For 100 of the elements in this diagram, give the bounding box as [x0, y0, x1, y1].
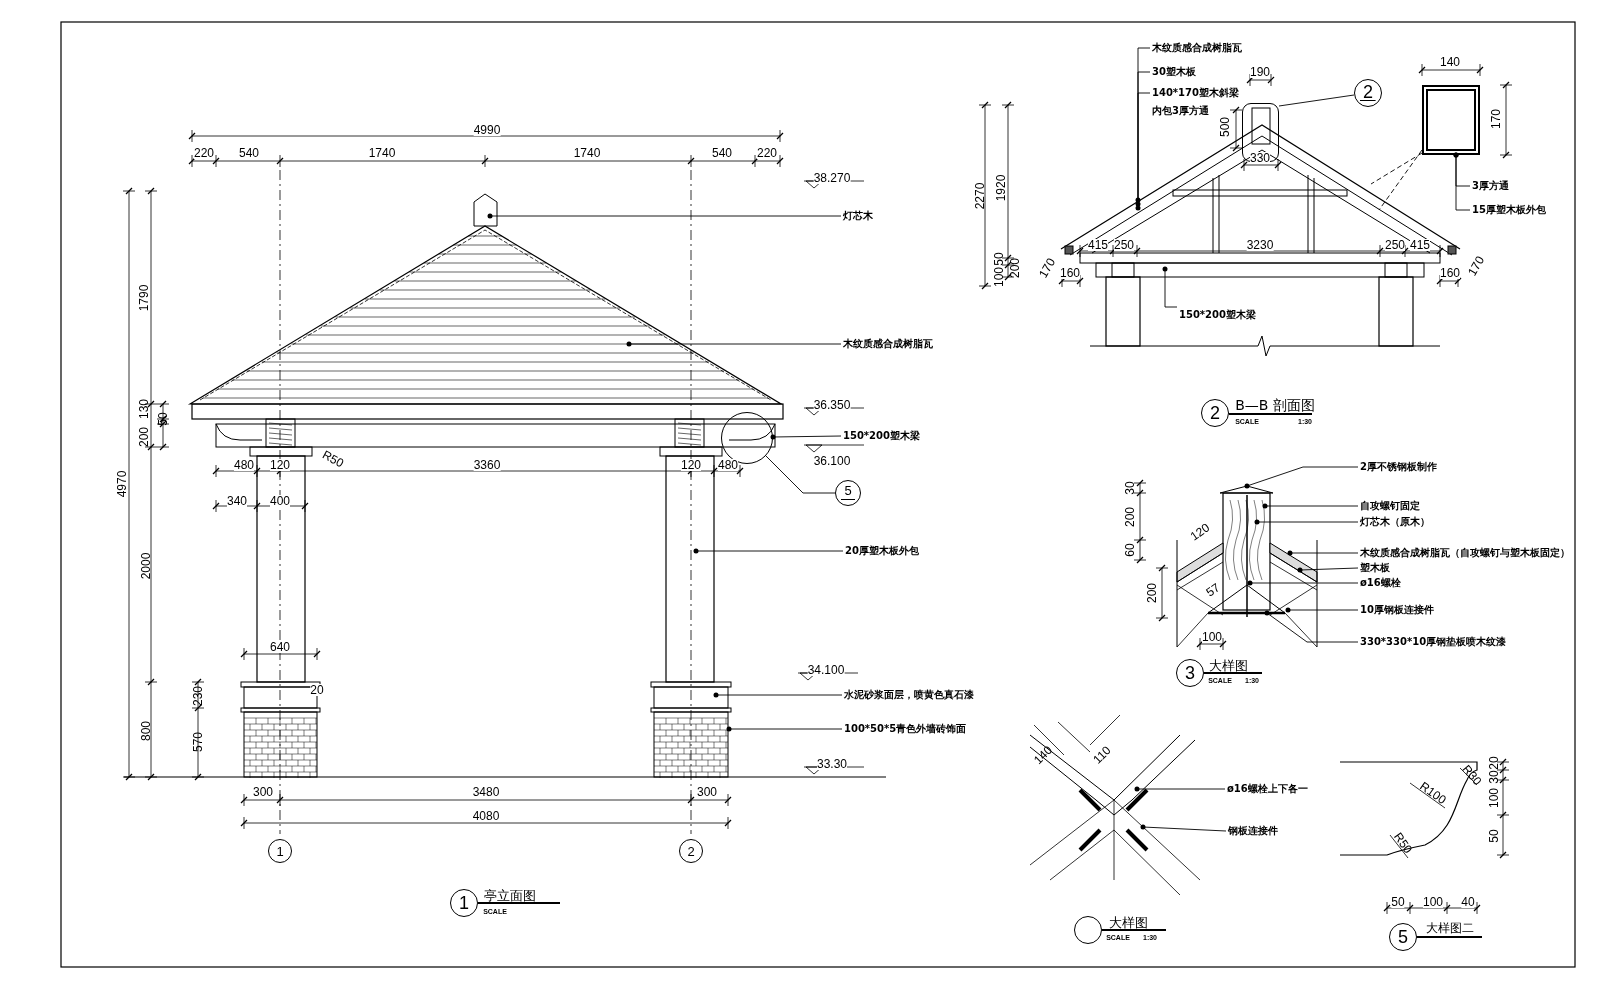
annotation-text: 150*200塑木梁 — [843, 427, 920, 445]
dimension-label: 300 — [697, 786, 717, 798]
dimension-label: 3360 — [473, 459, 501, 471]
dimension-label: 415 — [1410, 239, 1430, 251]
dimension-label: 30 — [1124, 481, 1136, 495]
dimension-label: 1740 — [573, 147, 601, 159]
drawing-title: 亭立面图 — [484, 888, 536, 902]
dimension-label: 340 — [227, 495, 247, 507]
dimension-label: 3480 — [472, 786, 500, 798]
dimension-label: 3230 — [1246, 239, 1274, 251]
elevation-value: 33.30 — [817, 758, 847, 770]
dimension-label: 4970 — [116, 470, 128, 498]
dimension-label: 230 — [192, 686, 204, 706]
drawing-title: 大样图 — [1108, 915, 1148, 929]
dimension-label: 2270 — [974, 182, 986, 210]
dimension-label: 570 — [192, 732, 204, 752]
dimension-label: 40 — [1461, 896, 1475, 908]
dimension-label: 415 — [1088, 239, 1108, 251]
dimension-label: 4080 — [472, 810, 500, 822]
dimension-label: 160 — [1060, 267, 1080, 279]
annotation-text: 木纹质感合成树脂瓦 — [1152, 39, 1242, 57]
dimension-label: 250 — [1385, 239, 1405, 251]
dimension-label: 120 — [1188, 521, 1212, 543]
dimension-label: 20 — [310, 684, 324, 696]
dimension-label: 200 — [1124, 507, 1136, 527]
dimension-label: 480 — [718, 459, 738, 471]
annotation-text: 灯芯木 — [843, 207, 873, 225]
dimension-label: 100 — [1423, 896, 1443, 908]
dimension-label: 50 — [1488, 829, 1500, 843]
dimension-label: 30 — [1488, 770, 1500, 784]
dimension-label: 640 — [270, 641, 290, 653]
dimension-label: 100 — [1488, 788, 1500, 808]
annotation-text: 10厚钢板连接件 — [1360, 601, 1434, 619]
tube-section-detail — [1422, 85, 1480, 155]
dimension-label: 540 — [239, 147, 259, 159]
annotation-text: 100*50*5青色外墙砖饰面 — [844, 720, 967, 738]
annotation-text: 15厚塑木板外包 — [1472, 201, 1546, 219]
annotation-text: 钢板连接件 — [1228, 822, 1278, 840]
dimension-label: 330 — [1250, 152, 1270, 164]
dimension-label: 100 — [1202, 631, 1222, 643]
detail-callout-bubble: 2 — [1354, 79, 1382, 107]
dimension-label: 120 — [681, 459, 701, 471]
dimension-label: 170 — [1490, 109, 1502, 129]
annotation-text: 木纹质感合成树脂瓦 — [843, 335, 933, 353]
dimension-label: 110 — [1091, 744, 1113, 766]
dashed-leader-line — [1378, 149, 1423, 211]
elevation-value: 36.100 — [813, 455, 851, 467]
annotation-text: 木纹质感合成树脂瓦（自攻螺钉与塑木板固定） — [1360, 544, 1570, 562]
dimension-label: 50 — [157, 412, 169, 426]
dimension-label: 1740 — [368, 147, 396, 159]
elevation-value: 34.100 — [807, 664, 845, 676]
dimension-label: 140 — [1031, 743, 1055, 767]
annotation-text: 自攻螺钉固定 — [1360, 497, 1420, 515]
dimension-label: 20 — [1488, 756, 1500, 770]
dashed-leader-line — [1370, 152, 1423, 185]
drawing-title: 大样图 — [1208, 658, 1248, 672]
dimension-label: 480 — [234, 459, 254, 471]
dimension-label: 160 — [1440, 267, 1460, 279]
annotation-text: 灯芯木（原木） — [1360, 513, 1430, 531]
dimension-label: 60 — [1124, 543, 1136, 557]
drawing-title: B—B 剖面图 — [1235, 398, 1315, 412]
dimension-label: 100 — [993, 267, 1005, 287]
elevation-value: 36.350 — [813, 399, 851, 411]
dimension-label: 250 — [1114, 239, 1134, 251]
detail-callout-bubble: 5 — [835, 480, 861, 506]
dimension-label: 1920 — [995, 174, 1007, 202]
annotation-text: 20厚塑木板外包 — [845, 542, 919, 560]
leader-line — [1278, 94, 1355, 107]
dimension-label: 800 — [140, 721, 152, 741]
radius-label: R30 — [1460, 762, 1484, 788]
dimension-label: 2000 — [140, 552, 152, 580]
elevation-value: 38.270 — [813, 172, 851, 184]
dimension-label: 50 — [1391, 896, 1405, 908]
dimension-label: 190 — [1250, 66, 1270, 78]
dimension-label: 50 — [993, 252, 1005, 266]
drawing-title: 大样图二 — [1426, 922, 1474, 934]
radius-label: R50 — [320, 448, 346, 470]
dimension-label: 540 — [712, 147, 732, 159]
dimension-label: 400 — [270, 495, 290, 507]
dimension-label: 220 — [757, 147, 777, 159]
dimension-label: 57 — [1204, 581, 1222, 599]
dimension-label: 500 — [1219, 117, 1231, 137]
annotation-text: 2厚不锈钢板制作 — [1360, 458, 1437, 476]
dimension-label: 4990 — [473, 124, 501, 136]
dimension-label: 220 — [194, 147, 214, 159]
dimension-label: 200 — [138, 427, 150, 447]
leader-line — [765, 455, 836, 494]
dimension-label: 200 — [1009, 258, 1021, 278]
dimension-label: 140 — [1440, 56, 1460, 68]
dimension-label: 130 — [138, 399, 150, 419]
dimension-label: 170 — [1465, 254, 1487, 278]
annotation-text: ø16螺栓 — [1360, 574, 1401, 592]
dimension-label: 120 — [270, 459, 290, 471]
annotation-text: 150*200塑木梁 — [1179, 306, 1259, 324]
annotation-text: 3厚方通 — [1472, 177, 1509, 195]
annotation-text: 水泥砂浆面层，喷黄色真石漆 — [844, 686, 974, 704]
annotation-text: ø16螺栓上下各一 — [1227, 780, 1308, 798]
annotation-text: 30塑木板 — [1152, 63, 1196, 81]
dimension-label: 170 — [1036, 256, 1058, 280]
dimension-label: 300 — [253, 786, 273, 798]
